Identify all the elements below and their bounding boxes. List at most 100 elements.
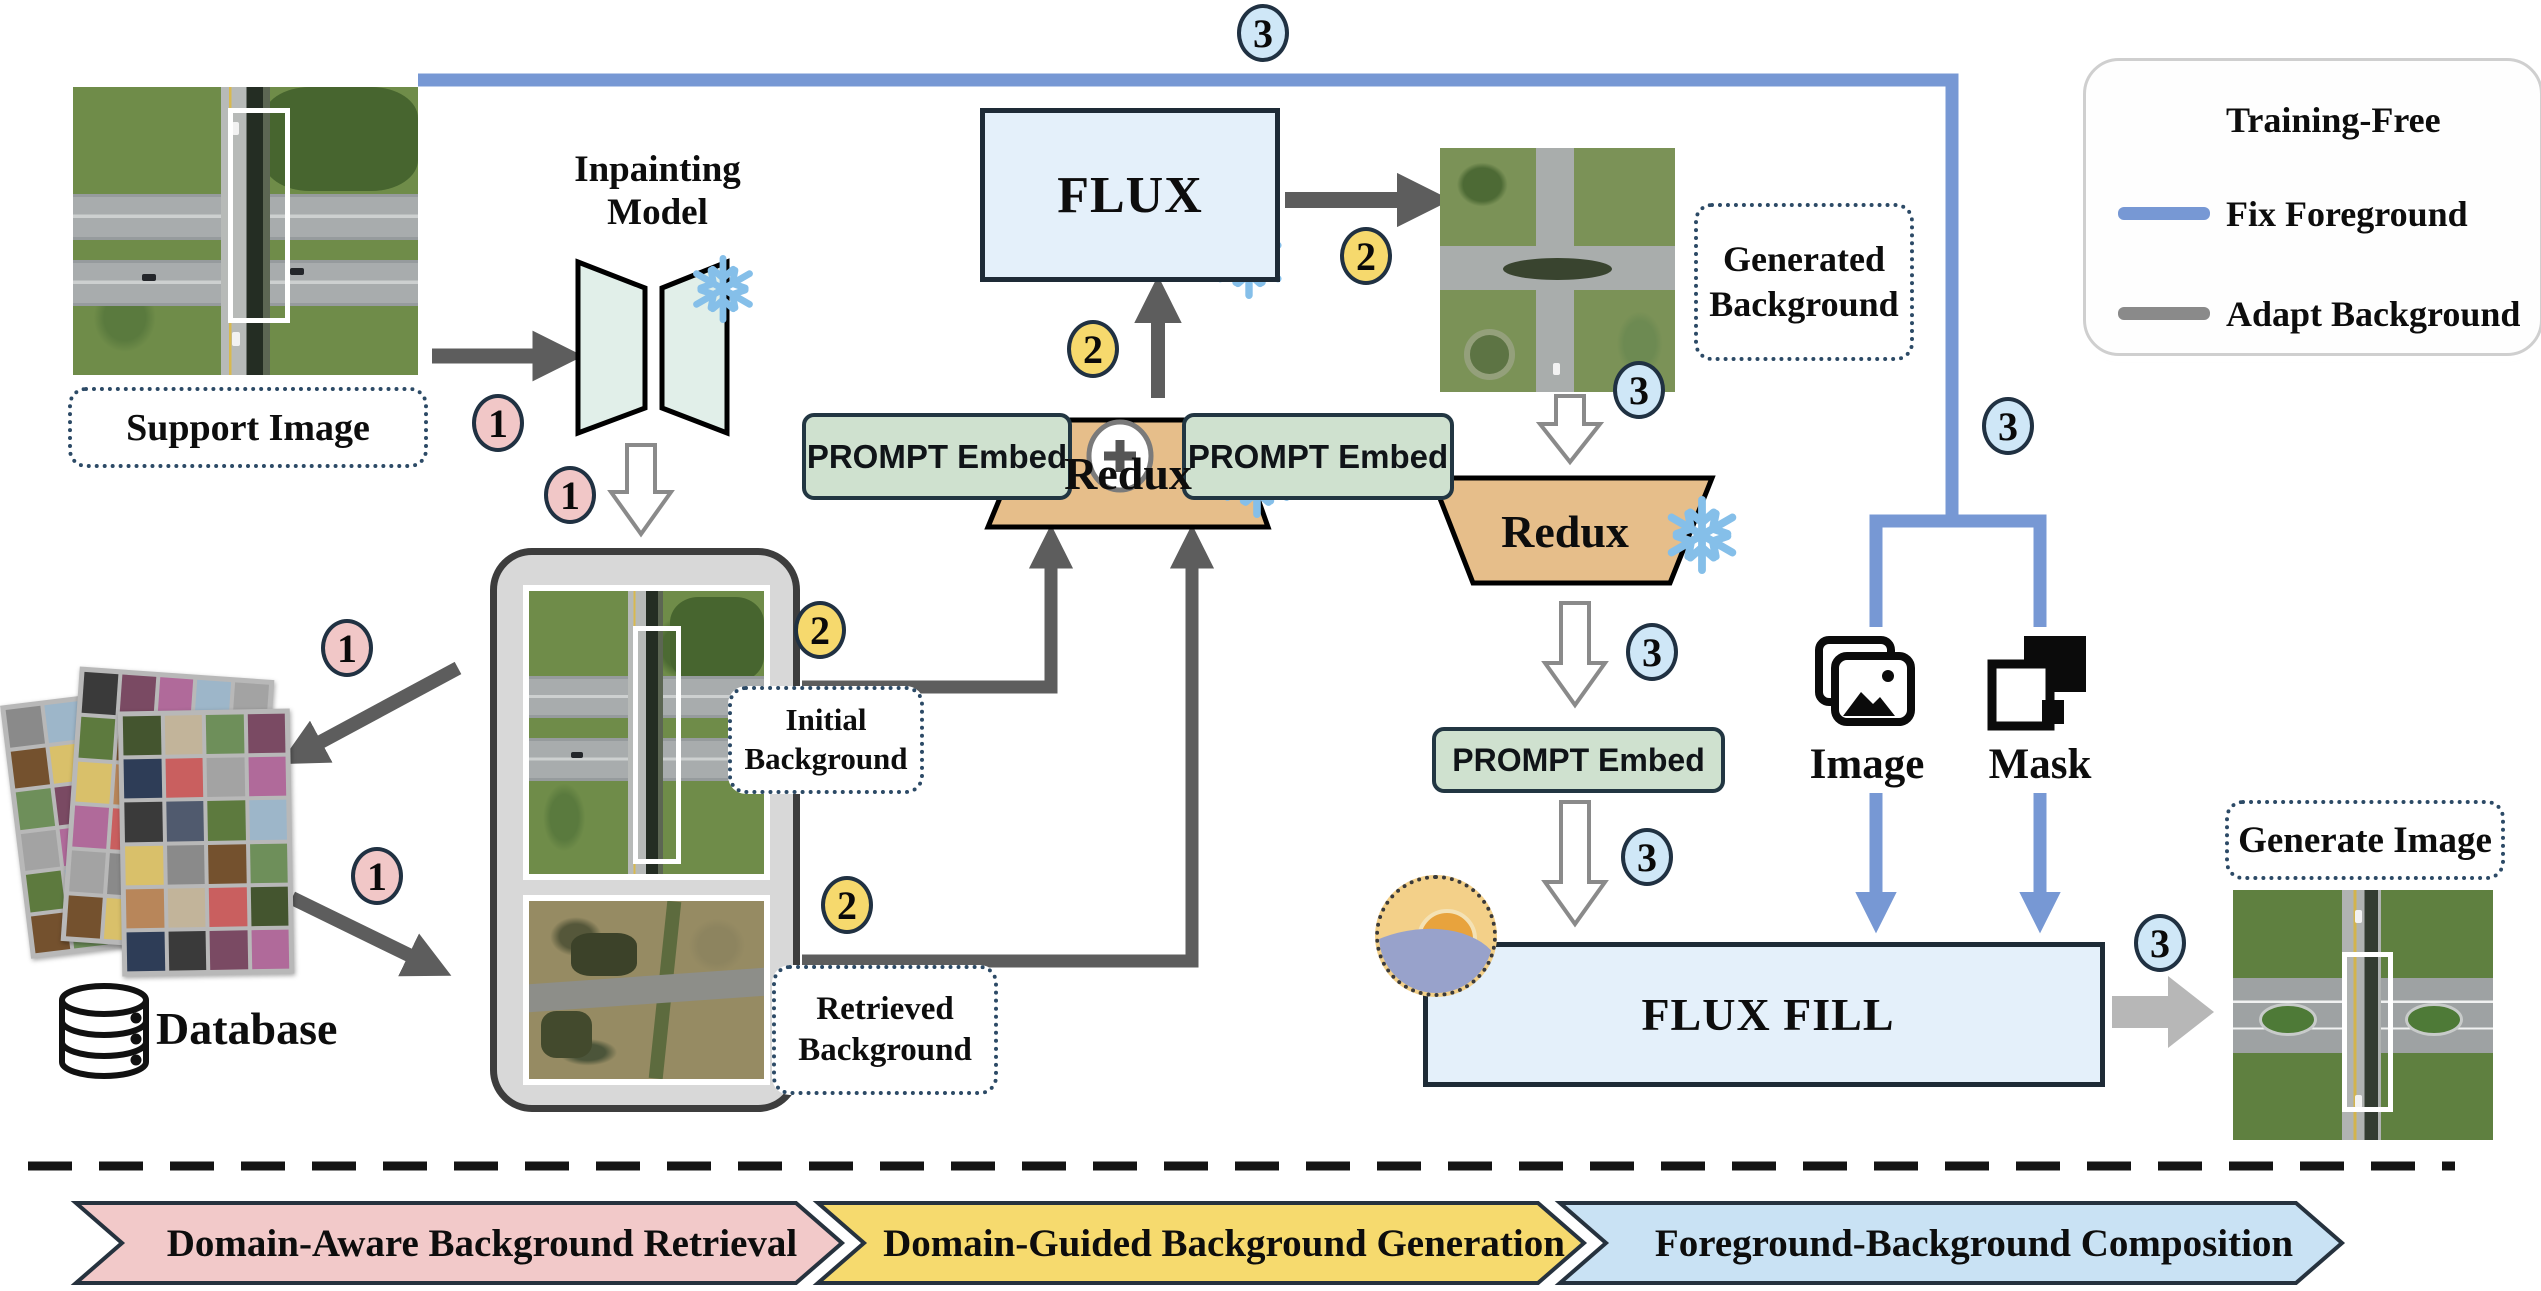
car bbox=[231, 121, 239, 135]
redux-to-prompt-arrow bbox=[1541, 601, 1609, 709]
redux-label-text: Redux bbox=[1501, 505, 1629, 557]
generate-image-label: Generate Image bbox=[2225, 800, 2505, 880]
collage-thumbnail bbox=[122, 715, 161, 756]
collage-thumbnail bbox=[249, 843, 288, 883]
step-number: 2 bbox=[1356, 233, 1376, 279]
initial-background-line2: Background bbox=[744, 741, 908, 776]
initial-background-line1: Initial bbox=[785, 702, 867, 738]
banner-generation-text: Domain-Guided Background Generation bbox=[883, 1221, 1565, 1265]
retrieved-background-line1: Retrieved bbox=[816, 990, 954, 1027]
car bbox=[231, 331, 240, 346]
collage-to-retrieved-arrow bbox=[288, 891, 452, 977]
collage-thumbnail bbox=[208, 886, 247, 927]
legend-fix-foreground-text: Fix Foreground bbox=[2226, 194, 2468, 234]
car bbox=[2355, 910, 2363, 923]
retrieved-background-image bbox=[523, 895, 770, 1085]
legend-adapt-background-text: Adapt Background bbox=[2226, 294, 2521, 334]
banner-generation-label: Domain-Guided Background Generation bbox=[864, 1203, 1584, 1283]
landscape-thumbnail-icon bbox=[1375, 875, 1497, 997]
median-oval bbox=[2404, 1002, 2463, 1036]
collage-thumbnail bbox=[20, 829, 60, 871]
collage-thumbnail bbox=[209, 930, 248, 970]
flux-box: FLUX bbox=[980, 108, 1280, 282]
flux-fill-box: FLUX FILL bbox=[1423, 942, 2105, 1087]
database-icon bbox=[59, 983, 149, 1079]
generated-background-line2: Background bbox=[1709, 284, 1899, 324]
prompt-embed-box-right: PROMPT Embed bbox=[1182, 413, 1454, 500]
inpainting-decoder-shape bbox=[659, 258, 730, 437]
step-2-badge: 2 bbox=[821, 876, 873, 934]
generate-image-label-text: Generate Image bbox=[2238, 819, 2492, 861]
collage-thumbnail bbox=[248, 756, 287, 797]
banner-composition-label: Foreground-Background Composition bbox=[1606, 1203, 2342, 1283]
collage-thumbnail bbox=[123, 758, 162, 799]
generated-background-label: Generated Background bbox=[1694, 203, 1914, 361]
collage-thumbnail bbox=[167, 887, 206, 928]
support-image bbox=[73, 87, 418, 375]
mask-label: Mask bbox=[1972, 738, 2108, 790]
legend-panel: Training-Free Fix Foreground Adapt Backg… bbox=[2083, 58, 2541, 356]
banner-retrieval-text: Domain-Aware Background Retrieval bbox=[166, 1221, 798, 1265]
support-image-label: Support Image bbox=[68, 387, 428, 468]
collage-thumbnail bbox=[125, 888, 164, 929]
collage-thumbnail bbox=[124, 802, 163, 842]
step-number: 1 bbox=[560, 472, 580, 518]
tree-shadow bbox=[571, 933, 638, 976]
legend-fix-foreground: Fix Foreground bbox=[2226, 193, 2468, 235]
image-label: Image bbox=[1797, 738, 1937, 790]
collage-thumbnail bbox=[165, 758, 204, 799]
foreground-annotation-box bbox=[633, 626, 681, 864]
car bbox=[142, 274, 156, 282]
support-image-label-text: Support Image bbox=[126, 406, 370, 449]
fix-foreground-split bbox=[1869, 514, 2047, 627]
retrieved-background-line2: Background bbox=[798, 1032, 972, 1068]
collage-thumbnail bbox=[250, 886, 289, 927]
median-oval bbox=[2259, 1002, 2317, 1036]
prompt-embed-label: PROMPT Embed bbox=[1452, 741, 1705, 778]
redux-2-label: Redux bbox=[1455, 496, 1675, 566]
legend-training-free-text: Training-Free bbox=[2226, 100, 2441, 140]
snowflake-icon bbox=[1666, 500, 1738, 570]
image-icon bbox=[1815, 636, 1915, 726]
prompt-embed-label: PROMPT Embed bbox=[1187, 437, 1449, 475]
collage-thumbnail bbox=[125, 845, 164, 886]
database-label-text: Database bbox=[156, 1003, 338, 1054]
collage-thumbnail bbox=[247, 713, 286, 754]
generated-to-redux-arrow bbox=[1535, 394, 1605, 466]
step-number: 3 bbox=[1629, 367, 1649, 413]
collage-thumbnail bbox=[72, 806, 109, 850]
step-number: 3 bbox=[1253, 10, 1273, 56]
tree-shadow bbox=[540, 1011, 593, 1058]
crop-to-collage-arrow bbox=[279, 661, 462, 765]
collage-thumbnail bbox=[15, 788, 55, 830]
legend-training-free: Training-Free bbox=[2226, 99, 2441, 141]
collage-thumbnail bbox=[164, 715, 203, 755]
collage-thumbnail bbox=[25, 870, 65, 913]
step-2-badge: 2 bbox=[794, 601, 846, 659]
step-3-badge: 3 bbox=[2134, 914, 2186, 972]
collage-thumbnail bbox=[65, 895, 103, 939]
blue-line-swatch bbox=[2118, 207, 2210, 220]
gray-line-swatch bbox=[2118, 307, 2210, 320]
image-label-text: Image bbox=[1809, 740, 1925, 788]
redux-label-text: Redux bbox=[1064, 447, 1192, 499]
collage-thumbnail bbox=[251, 929, 290, 970]
collage-thumbnail bbox=[165, 801, 204, 842]
step-3-badge: 3 bbox=[1982, 397, 2034, 455]
step-3-badge: 3 bbox=[1237, 4, 1289, 62]
step-1-badge: 1 bbox=[351, 847, 403, 905]
step-number: 2 bbox=[1083, 326, 1103, 372]
collage-thumbnail bbox=[207, 800, 246, 841]
flux-fill-label: FLUX FILL bbox=[1608, 947, 1928, 1082]
legend-adapt-background: Adapt Background bbox=[2226, 293, 2520, 335]
step-3-badge: 3 bbox=[1613, 361, 1665, 419]
prompt-embed-label: PROMPT Embed bbox=[806, 437, 1068, 475]
collage-thumbnail bbox=[248, 799, 287, 840]
collage-thumbnail bbox=[69, 850, 106, 894]
foreground-annotation-box bbox=[2342, 952, 2393, 1112]
step-number: 3 bbox=[2150, 920, 2170, 966]
collage-thumbnail bbox=[205, 714, 244, 755]
collage-thumbnail bbox=[166, 844, 205, 885]
step-3-badge: 3 bbox=[1626, 623, 1678, 681]
prompt-to-fluxfill-arrow bbox=[1541, 800, 1609, 928]
